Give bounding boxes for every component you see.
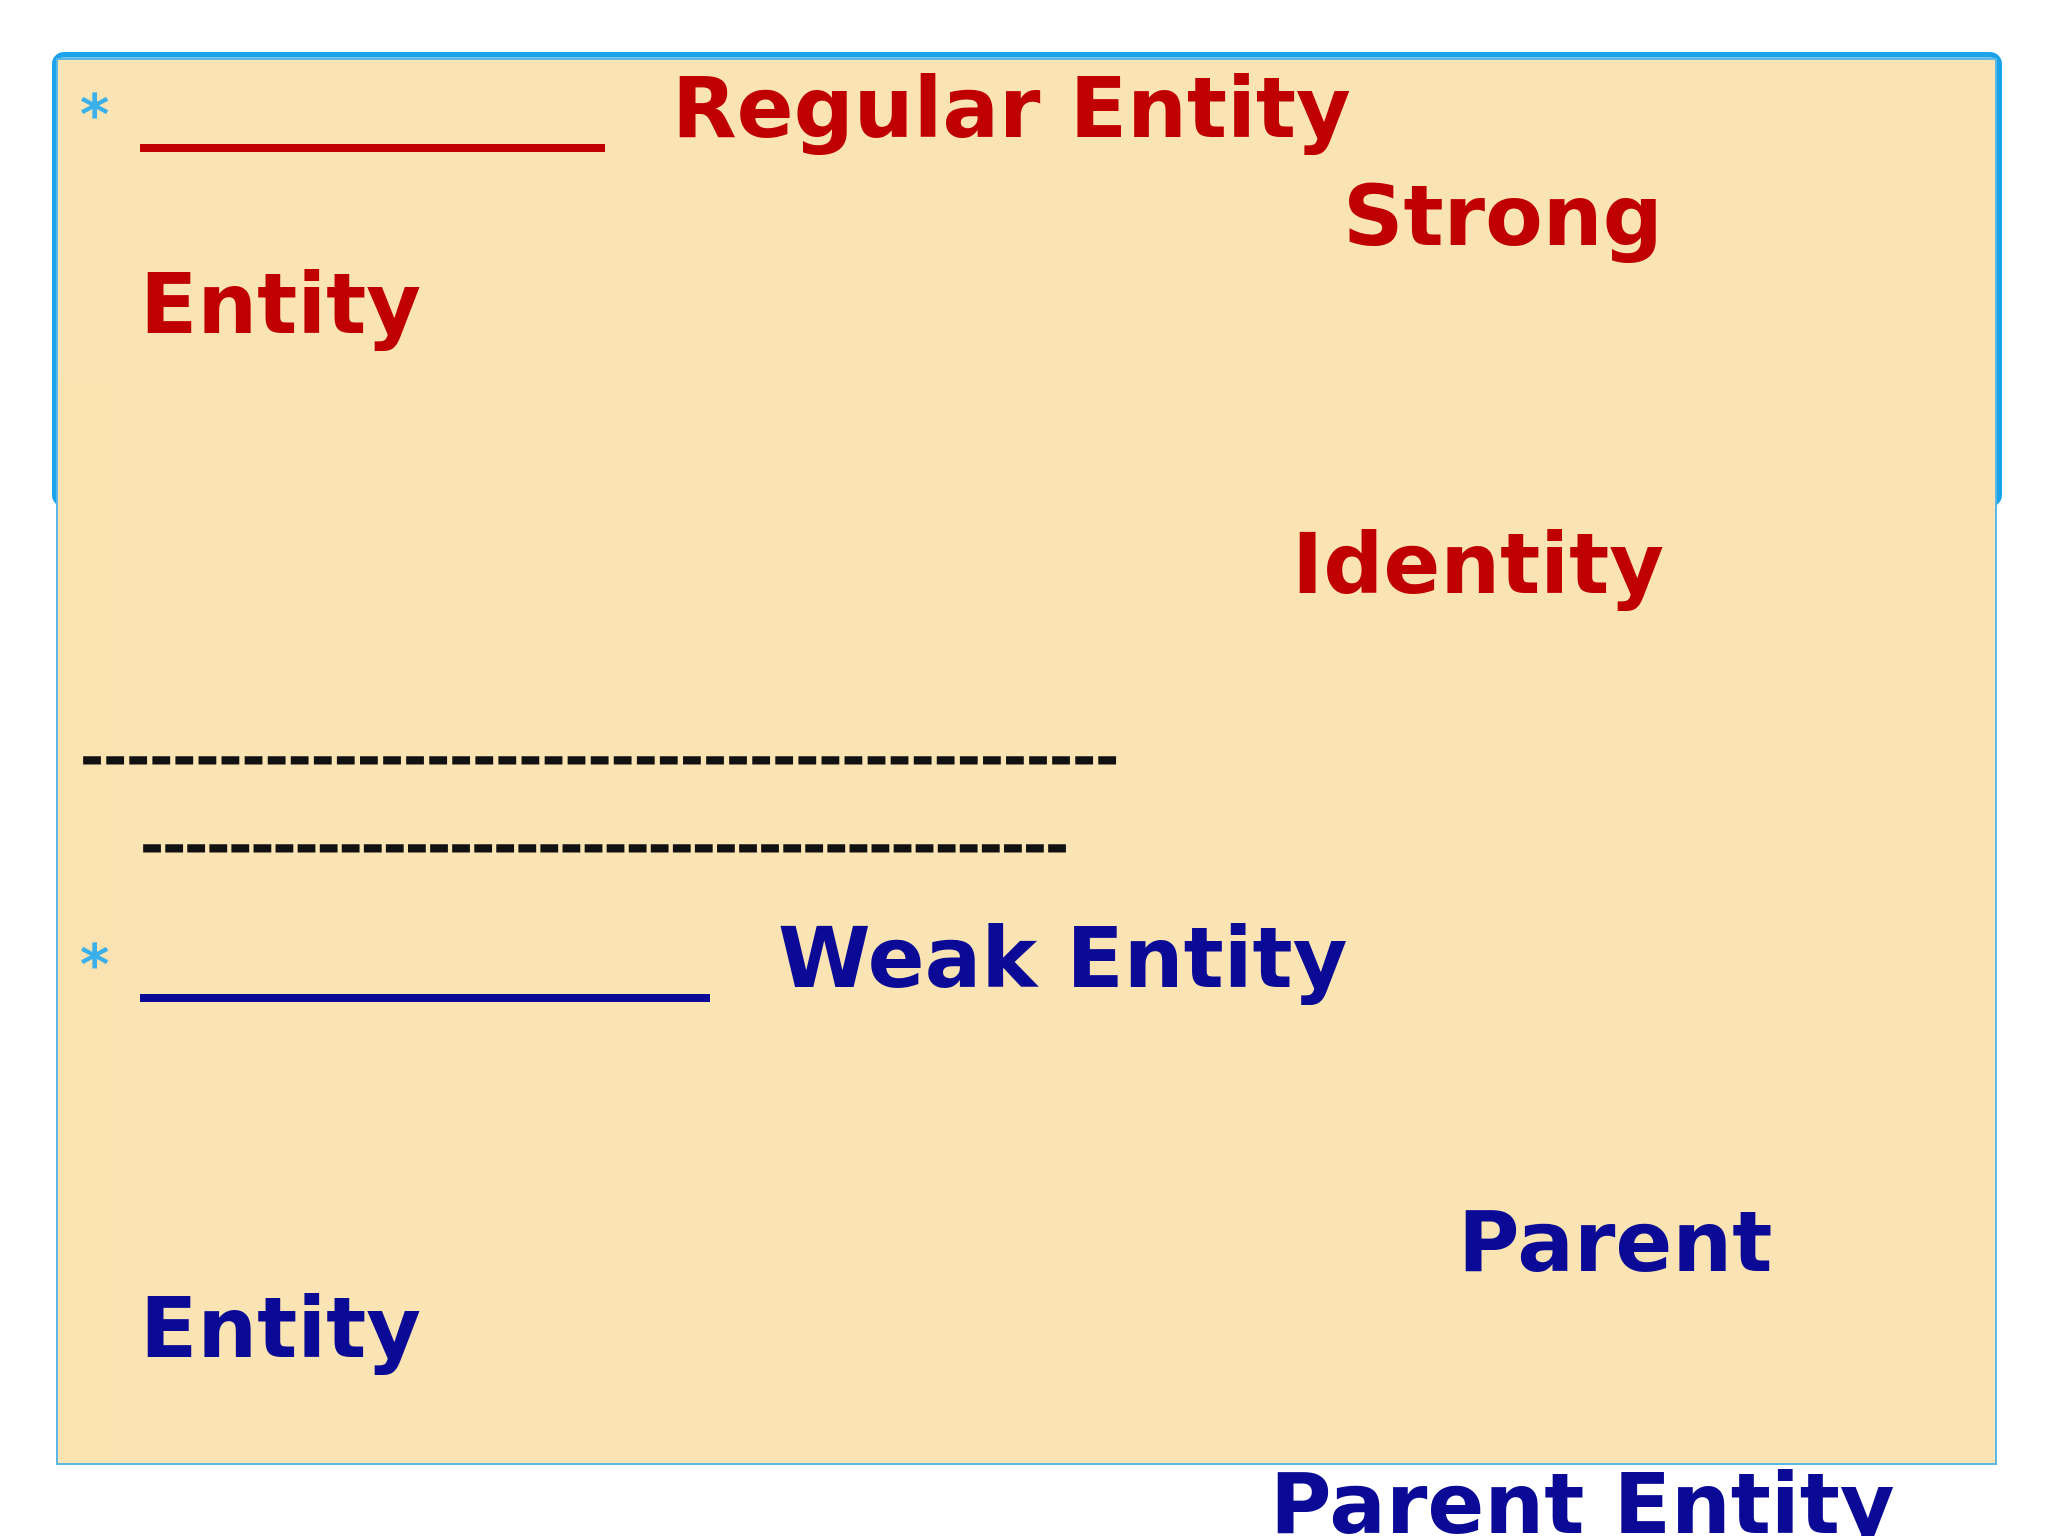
fill-in-blank-red — [140, 144, 605, 152]
entity-text-blue: Entity — [140, 1279, 422, 1377]
regular-entity-heading: Regular Entity — [672, 59, 1351, 157]
strong-text: Strong — [1343, 167, 1663, 265]
parent-text: Parent — [1458, 1193, 1773, 1291]
identity-text: Identity — [1292, 515, 1665, 613]
dashed-divider-line-2: ----------------------------------------… — [140, 811, 1069, 879]
dashed-divider-line-1: ----------------------------------------… — [80, 723, 1119, 791]
content-panel — [56, 58, 1997, 1465]
bullet-asterisk-icon: * — [80, 83, 110, 148]
weak-entity-heading: Weak Entity — [778, 909, 1348, 1007]
parent-entity-text: Parent Entity — [1270, 1455, 1895, 1536]
entity-text-red: Entity — [140, 255, 422, 353]
panel-inner-edge — [58, 380, 114, 1460]
fill-in-blank-blue — [140, 994, 710, 1002]
bullet-asterisk-icon-2: * — [80, 933, 110, 998]
